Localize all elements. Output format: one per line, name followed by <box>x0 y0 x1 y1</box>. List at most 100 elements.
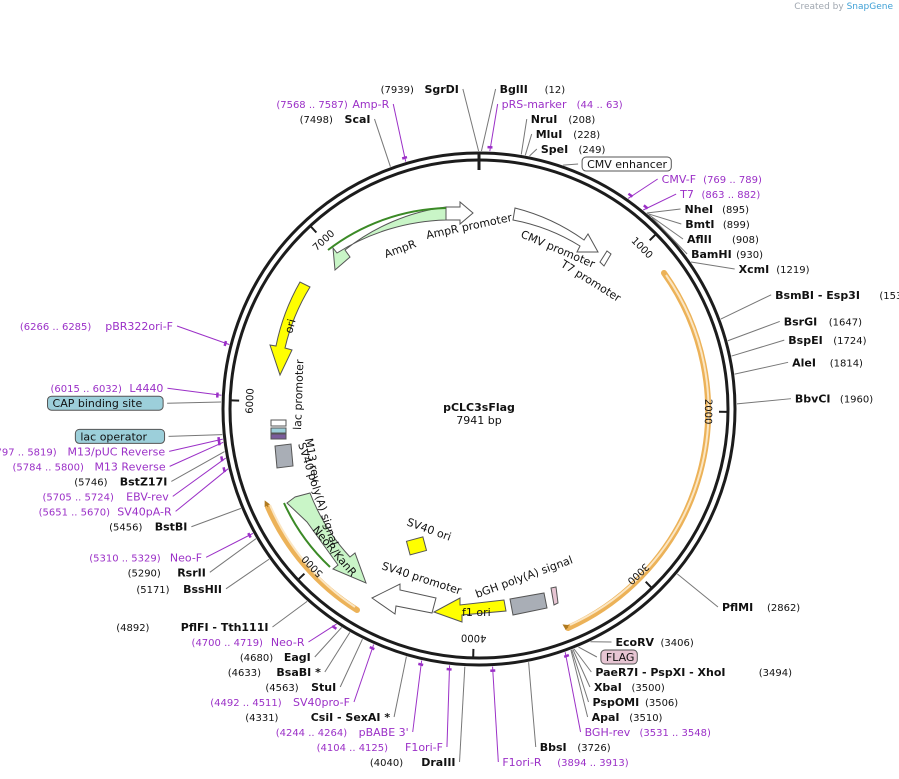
tick-mark <box>310 225 318 234</box>
site-name: StuI <box>311 681 336 694</box>
primer-leader <box>492 666 499 763</box>
site-name: AflII <box>687 233 712 246</box>
primer-name: pBR322ori-F <box>105 320 173 333</box>
site-name: PspOMI <box>593 696 640 709</box>
box-leader <box>167 401 222 404</box>
primer-leader <box>489 103 499 152</box>
primer-position: (3894 .. 3913) <box>557 758 629 769</box>
site-leader <box>690 261 735 270</box>
site-name: EagI <box>284 651 311 664</box>
site-position: (2862) <box>767 603 800 614</box>
sv40-polya-box <box>274 443 294 469</box>
site-leader <box>272 601 308 628</box>
site-position: (5290) <box>128 568 161 579</box>
site-position: (899) <box>723 220 750 231</box>
t7-promoter-arrow <box>599 250 612 267</box>
site-position: (895) <box>722 205 749 216</box>
site-leader <box>171 451 225 482</box>
primer-name: M13 Reverse <box>94 460 165 473</box>
site-leader <box>314 627 343 658</box>
primer-binding-mark <box>222 467 226 473</box>
site-name: PflFI - Tth111I <box>181 621 269 634</box>
primer-name: M13/pUC Reverse <box>68 445 166 458</box>
primer-binding-mark <box>418 662 424 667</box>
site-labels: SgrDI(7939)BglII(12)NruI(208)MluI(228)Sp… <box>0 83 899 769</box>
feature-box-label: CMV enhancer <box>587 158 667 171</box>
site-leader <box>459 666 466 763</box>
box-leader <box>168 434 223 437</box>
orf-arc-neo <box>265 504 360 613</box>
site-name: ScaI <box>345 113 371 126</box>
feature-box-label: lac operator <box>80 430 147 443</box>
site-name: EcoRV <box>615 636 654 649</box>
cmv-promoter-arrow <box>512 207 599 253</box>
site-name: BsaBI * <box>276 666 321 679</box>
site-leader <box>528 662 537 748</box>
site-leader <box>374 118 391 167</box>
site-position: (3406) <box>660 638 693 649</box>
site-leader <box>731 339 785 357</box>
primer-binding-mark <box>220 456 224 462</box>
site-name: PaeR7I - PspXI - XhoI <box>595 666 725 679</box>
primer-leader <box>172 457 226 497</box>
site-position: (5746) <box>74 477 107 488</box>
site-leader <box>734 361 789 375</box>
site-name: NruI <box>531 113 558 126</box>
site-position: (208) <box>568 115 595 126</box>
site-name: SgrDI <box>424 83 458 96</box>
ampr-arrow <box>332 206 447 272</box>
feature-box <box>600 649 638 665</box>
feature-box <box>74 428 166 444</box>
site-name: BmtI <box>685 218 714 231</box>
site-position: (228) <box>573 130 600 141</box>
site-name: BstZ17I <box>120 475 168 488</box>
site-name: BstBI <box>155 521 188 534</box>
feature-label-ori: ori <box>282 318 298 335</box>
box-leader <box>563 163 579 166</box>
primer-leader <box>353 644 375 703</box>
site-leader <box>225 558 270 590</box>
snapgene-credit: Created by SnapGene <box>794 2 893 12</box>
orf-arc-neo-fill <box>269 504 356 608</box>
primer-name: pRS-marker <box>502 98 567 111</box>
primer-name: EBV-rev <box>126 490 169 503</box>
site-leader <box>520 118 528 155</box>
site-position: (1535) <box>879 291 899 302</box>
site-leader <box>324 632 351 673</box>
primer-position: (5651 .. 5670) <box>39 507 111 518</box>
primer-binding-mark <box>446 667 452 671</box>
site-name: AleI <box>792 356 816 369</box>
primer-leader <box>642 193 677 211</box>
primer-position: (5310 .. 5329) <box>89 553 161 564</box>
site-position: (1814) <box>830 358 863 369</box>
primer-position: (4700 .. 4719) <box>192 638 264 649</box>
site-name: ApaI <box>592 711 620 724</box>
site-position: (4680) <box>240 653 273 664</box>
primer-leader <box>169 441 224 467</box>
feature-label-ampr: AmpR <box>383 237 419 261</box>
site-name: SpeI <box>541 143 568 156</box>
primer-name: Neo-R <box>271 636 305 649</box>
primer-position: (7568 .. 7587) <box>276 100 348 111</box>
primer-name: SV40pro-F <box>293 696 350 709</box>
neor-strand-line <box>283 502 331 568</box>
primer-name: T7 <box>679 188 694 201</box>
site-name: XbaI <box>594 681 622 694</box>
site-leader <box>209 538 257 573</box>
ampr-promoter-arrow <box>445 200 474 226</box>
feature-box-label: CAP binding site <box>53 397 143 410</box>
snapgene-logo: SnapGene <box>846 2 893 12</box>
ori-arrow <box>269 281 311 377</box>
site-leader <box>529 148 538 157</box>
primer-position: (5784 .. 5800) <box>13 462 85 473</box>
site-position: (5171) <box>136 585 169 596</box>
site-position: (3726) <box>577 743 610 754</box>
primer-name: F1ori-F <box>405 741 443 754</box>
primer-position: (44 .. 63) <box>577 100 623 111</box>
sv40-promoter-arrow <box>371 583 437 615</box>
site-name: XcmI <box>739 263 770 276</box>
site-name: BamHI <box>691 248 732 261</box>
site-position: (1960) <box>840 395 873 406</box>
site-position: (3506) <box>645 698 678 709</box>
sv40-ori-box <box>405 536 428 556</box>
